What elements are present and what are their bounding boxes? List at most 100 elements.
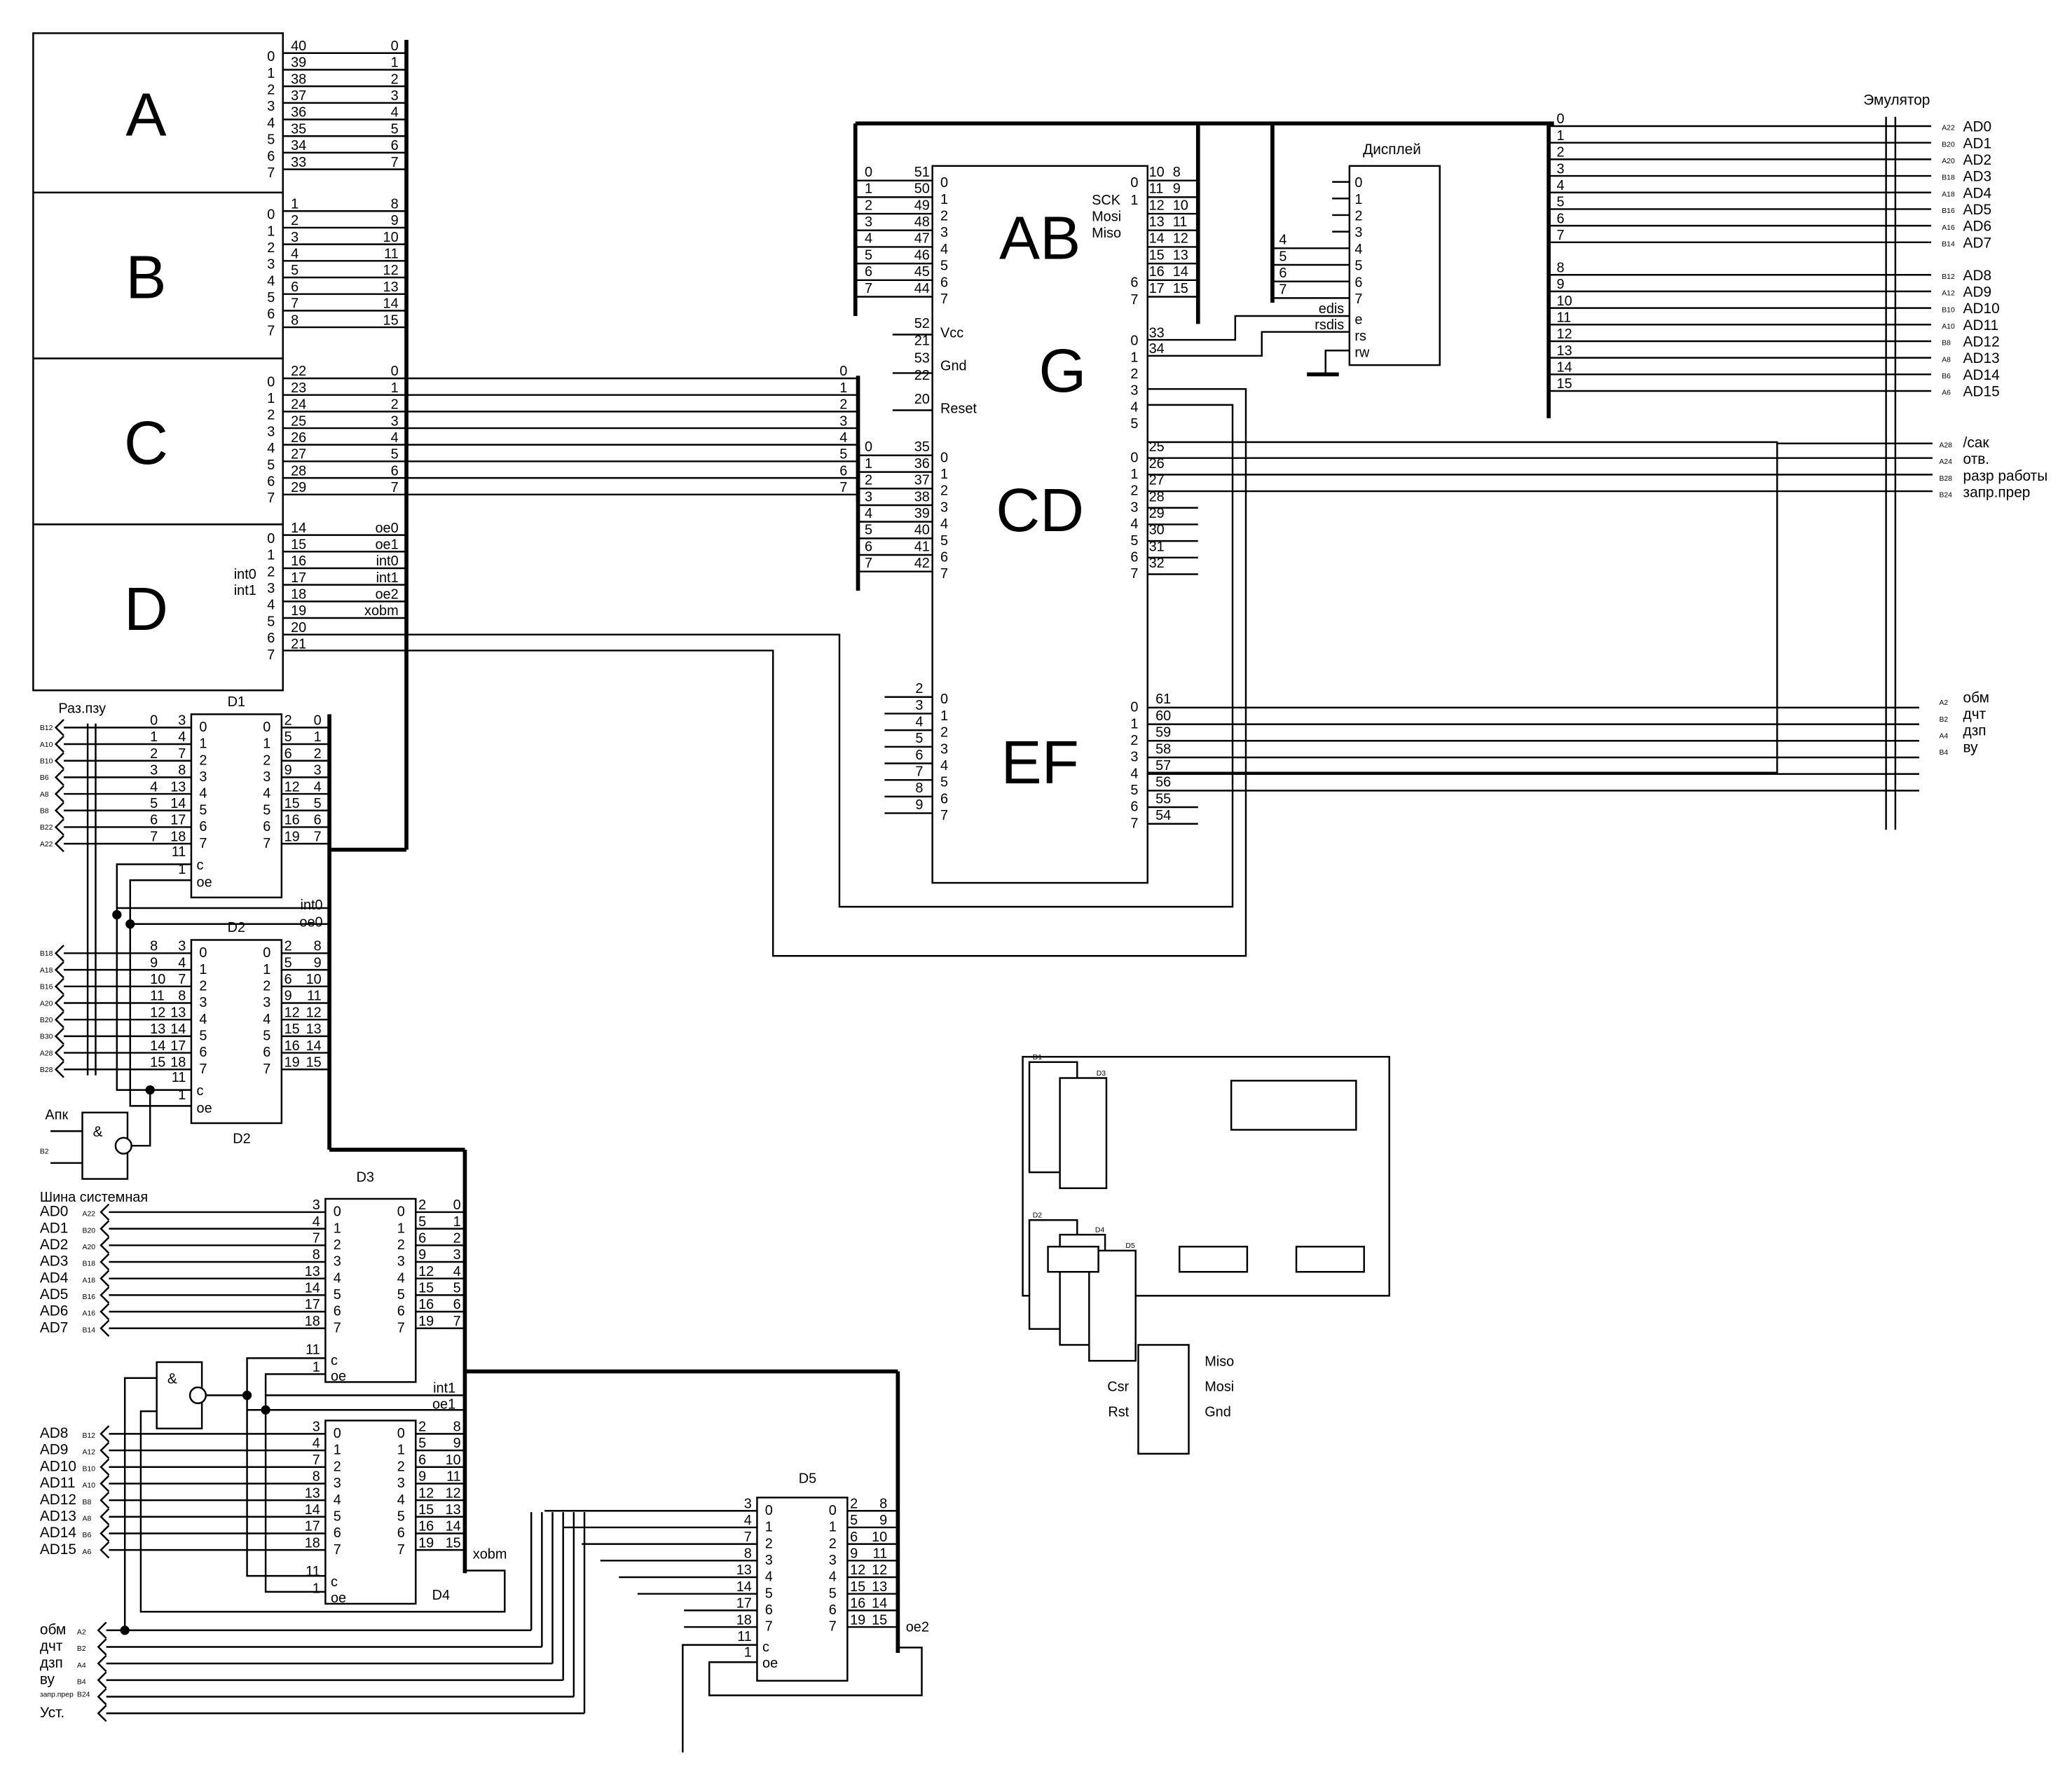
port-bit-label: 4 (334, 1270, 341, 1286)
pin-number: 39 (914, 506, 930, 521)
pin-number: 16 (418, 1297, 434, 1312)
pin-number: 18 (170, 1055, 186, 1070)
bus-index-label: 2 (1557, 145, 1565, 160)
bus-index-label: 12 (872, 1562, 887, 1578)
addr-index: 2 (150, 746, 158, 762)
port-bit-label: 1 (334, 1443, 341, 1458)
contact-label: B12 (83, 1432, 96, 1440)
pin-number: 5 (850, 1513, 858, 1528)
bus-index-label: 11 (1557, 310, 1572, 325)
port-c-label: C (124, 409, 168, 477)
addr-index: 7 (150, 829, 158, 844)
connector-contact-icon (54, 1010, 64, 1029)
spi-label-mosi: Mosi (1092, 209, 1121, 224)
port-bit-label: 1 (1130, 716, 1138, 731)
port-bit-label: 5 (263, 1029, 270, 1044)
pin-number: 16 (284, 1038, 300, 1054)
addr-index: 8 (150, 939, 158, 954)
and-symbol: & (167, 1371, 177, 1387)
pin-number: 6 (418, 1452, 426, 1468)
sysbus-signal: AD7 (40, 1319, 69, 1335)
D1-block (190, 713, 283, 899)
bus-index-label: 1 (453, 1214, 461, 1230)
display-block (1348, 165, 1441, 366)
port-bit-label: 5 (940, 259, 948, 274)
bus-index-label: 5 (1557, 195, 1565, 210)
bus-index-label: 9 (453, 1436, 461, 1451)
bus-index-label: 13 (383, 280, 399, 295)
bus-index-label: 7 (1557, 228, 1565, 243)
contact-label: A22 (1942, 125, 1955, 132)
emulator-title: Эмулятор (1863, 92, 1930, 109)
pin-number: 2 (284, 939, 292, 954)
int0-label: int0 (301, 898, 323, 913)
pin-number: 2 (850, 1496, 858, 1511)
pin-number: 14 (305, 1502, 320, 1518)
contact-label: B20 (40, 1017, 53, 1024)
pin-number: 8 (313, 1247, 320, 1263)
bus-index-label: 9 (879, 1513, 887, 1528)
bus-index-label: 15 (1557, 376, 1572, 392)
port-bit-label: 7 (1354, 291, 1362, 307)
addr-index: 10 (150, 972, 165, 987)
bus-index-label: 4 (865, 506, 872, 521)
pin-number: 15 (850, 1579, 865, 1595)
bus-index-label: int0 (376, 554, 399, 569)
oe-wire (129, 879, 191, 1107)
port-bit-label: 1 (267, 391, 275, 406)
pin-number: 41 (914, 539, 930, 554)
port-bit-label: 7 (267, 490, 275, 506)
oe0-label: oe0 (299, 915, 322, 930)
bus-index-label: 3 (314, 763, 322, 778)
port-bit-label: 4 (1130, 766, 1138, 781)
connector-contact-icon (54, 834, 64, 853)
bus-index-label: 14 (383, 296, 399, 312)
bus-index-label: 2 (865, 198, 872, 213)
sysbus-signal: AD10 (40, 1458, 76, 1474)
pin-number: 9 (284, 763, 292, 778)
contact-label: B16 (1942, 207, 1955, 215)
bus-index-label: 8 (1557, 260, 1565, 275)
pin-number: 34 (1149, 341, 1165, 357)
port-bit-label: 4 (267, 273, 275, 289)
port-b-label: B (125, 243, 166, 311)
port-bit-label: 0 (1130, 175, 1138, 191)
port-bit-label: 2 (267, 240, 275, 256)
port-bit-label: 6 (940, 549, 948, 565)
sysbus-ctrl-signal: ву (40, 1672, 55, 1688)
bus-index-label: 11 (307, 989, 322, 1004)
bus-index-label: 0 (453, 1197, 461, 1213)
port-bit-label: 0 (267, 374, 275, 390)
addr-index: 15 (150, 1055, 165, 1070)
port-bit-label: 7 (1130, 816, 1138, 831)
port-bit-label: 4 (765, 1569, 773, 1585)
wires-layer (50, 39, 1933, 1753)
connector-contact-icon (54, 735, 64, 753)
connector-contact-icon (100, 1525, 110, 1542)
contact-label: B6 (83, 1532, 92, 1539)
pin-number: 39 (291, 55, 306, 71)
port-bit-label: 6 (267, 474, 275, 489)
pin-number: 2 (291, 213, 299, 228)
contact-label: B2 (77, 1645, 86, 1653)
connector-contact-icon (54, 802, 64, 820)
port-bit-label: 0 (334, 1426, 341, 1441)
connector-contact-icon (54, 785, 64, 803)
pin-number: 3 (744, 1496, 752, 1511)
port-bit-label: 6 (334, 1525, 341, 1541)
bus-index-label: 0 (1557, 111, 1565, 127)
bus-index-label: 12 (1173, 231, 1188, 247)
port-bit-label: 7 (940, 808, 948, 823)
sysbus-signal: AD0 (40, 1204, 69, 1220)
pin-number: 6 (284, 746, 292, 762)
bus-index-label: 10 (872, 1530, 887, 1545)
pin-number: 5 (1279, 249, 1287, 264)
pin-number: 5 (418, 1436, 426, 1451)
xobm-loop-wire (139, 1410, 506, 1613)
bus-index-label: 13 (872, 1579, 887, 1595)
port-bit-label: 0 (397, 1426, 405, 1441)
bus-index-label: 14 (872, 1596, 887, 1612)
port-bit-label: 6 (397, 1525, 405, 1541)
connector-contact-icon (100, 1270, 110, 1287)
connector-contact-icon (97, 1688, 107, 1705)
